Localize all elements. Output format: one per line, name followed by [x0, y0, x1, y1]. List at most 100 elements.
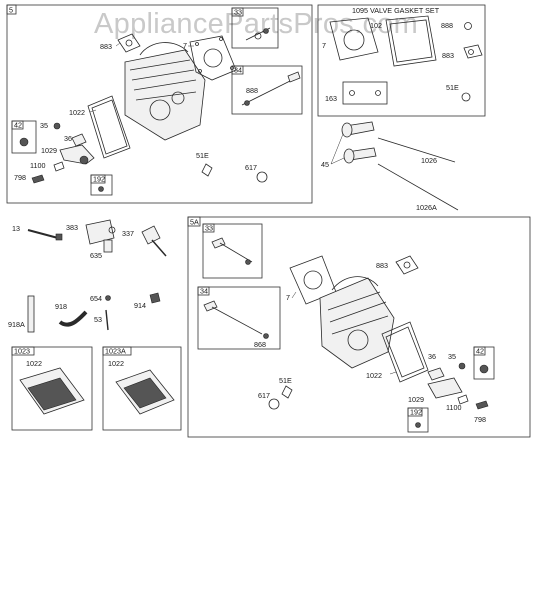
group-5-tag [6, 4, 17, 15]
set-label-51e: 51E [446, 83, 459, 92]
label-51e: 51E [196, 151, 209, 160]
label-35-5a: 35 [448, 352, 456, 361]
label-1022-5a: 1022 [366, 371, 382, 380]
seal-51e[interactable] [201, 163, 213, 177]
label-918a: 918A [8, 320, 25, 329]
ball-stud-35-5a[interactable] [458, 362, 466, 370]
rocker-arm-36[interactable] [71, 133, 87, 147]
label-53: 53 [94, 315, 102, 324]
rocker-nut-42[interactable] [19, 137, 29, 147]
box-1023a [102, 346, 182, 431]
label-1026: 1026 [421, 156, 437, 165]
box-34 [231, 65, 303, 115]
label-1022: 1022 [69, 108, 85, 117]
screw-914[interactable] [149, 292, 161, 304]
exhaust-valve-34-5a[interactable] [203, 300, 269, 339]
label-1022-c: 1022 [108, 359, 124, 368]
box-34-label: 34 [234, 66, 242, 75]
label-1029-5a: 1029 [408, 395, 424, 404]
group-5-frame [6, 4, 313, 204]
tube-918a[interactable] [27, 295, 35, 333]
label-36-5a: 36 [428, 352, 436, 361]
tube-918[interactable] [58, 310, 88, 327]
label-1100-5a: 1100 [446, 403, 461, 412]
cylinder-head[interactable] [124, 42, 206, 141]
label-1026a: 1026A [416, 203, 437, 212]
intake-valve-33[interactable] [211, 237, 253, 265]
label-883-5a: 883 [376, 261, 388, 270]
label-1029: 1029 [41, 146, 57, 155]
rocker-cover-gasket-1022[interactable] [87, 95, 131, 159]
label-635: 635 [90, 251, 102, 260]
group-5a: 5A 33 34 868 7 [187, 216, 531, 438]
label-13: 13 [12, 224, 20, 233]
box-33 [231, 7, 279, 49]
rocker-arm-36-5a[interactable] [427, 367, 445, 381]
group-5: 5 883 7 33 [6, 4, 313, 204]
spark-plug-383[interactable] [85, 219, 116, 245]
rocker-cover-gasket-1022-5a[interactable] [381, 321, 429, 383]
box-192-label: 192 [93, 175, 105, 184]
set-seal-51e[interactable] [461, 92, 471, 102]
group-5-label: 5 [9, 6, 13, 15]
push-rod-guide-1029[interactable] [59, 144, 95, 165]
set-gasket-163[interactable] [342, 81, 388, 105]
o-ring-617[interactable] [256, 171, 268, 183]
screw-1100[interactable] [53, 161, 65, 172]
valve-gasket-set: 1095 VALVE GASKET SET 7 102 888 883 51E … [317, 4, 486, 117]
label-7: 7 [183, 41, 187, 50]
screw-13[interactable] [27, 229, 63, 241]
head-gasket-7[interactable] [189, 35, 237, 81]
set-cover-gasket[interactable] [385, 15, 437, 67]
label-798: 798 [14, 173, 26, 182]
exhaust-valve-34[interactable] [241, 71, 301, 106]
label-383: 383 [66, 223, 78, 232]
box-42-5a-label: 42 [476, 347, 484, 356]
box-33-5a [202, 223, 263, 279]
screw-798[interactable] [31, 174, 45, 184]
set-label-7: 7 [322, 41, 326, 50]
rocker-cover-1023[interactable] [19, 367, 85, 415]
ball-stud-35[interactable] [53, 122, 61, 130]
set-gasket-883[interactable] [463, 44, 483, 59]
label-1100: 1100 [30, 161, 45, 170]
cylinder-head-5a[interactable] [319, 276, 395, 369]
screw-798-5a[interactable] [475, 400, 489, 410]
set-head-gasket-7[interactable] [329, 17, 379, 61]
rocker-cover-1023a[interactable] [115, 369, 175, 415]
stud-53[interactable] [105, 309, 109, 331]
box-34-5a [197, 286, 281, 350]
label-36: 36 [64, 134, 72, 143]
label-35: 35 [40, 121, 48, 130]
valve-spring-retainer-33[interactable] [245, 27, 271, 41]
label-654: 654 [90, 294, 102, 303]
set-label-102: 102 [370, 21, 382, 30]
o-ring-617-5a[interactable] [268, 398, 280, 410]
box-1023-label: 1023 [14, 347, 30, 356]
seal-51e-5a[interactable] [281, 385, 293, 399]
set-label-888: 888 [441, 21, 453, 30]
nut-654[interactable] [105, 295, 111, 301]
box-42-label: 42 [14, 121, 22, 130]
set-label-163: 163 [325, 94, 337, 103]
label-7-5a: 7 [286, 293, 290, 302]
tappet-45[interactable] [330, 121, 377, 165]
push-rod-1026[interactable] [377, 137, 456, 163]
breather-192[interactable] [98, 186, 104, 192]
label-914: 914 [134, 301, 146, 310]
screw-1100-5a[interactable] [457, 394, 469, 405]
spark-plug-337[interactable] [141, 225, 167, 257]
push-rod-1026a[interactable] [377, 163, 459, 211]
set-seal-888[interactable] [464, 22, 472, 30]
intake-gasket-883[interactable] [117, 33, 141, 53]
label-45: 45 [321, 160, 329, 169]
valve-gasket-set-title: 1095 VALVE GASKET SET [352, 6, 440, 15]
spacer-635[interactable] [103, 239, 113, 253]
label-1022-b: 1022 [26, 359, 42, 368]
rocker-nut-42-5a[interactable] [479, 364, 489, 374]
label-798-5a: 798 [474, 415, 486, 424]
breather-192-5a[interactable] [415, 422, 421, 428]
push-rod-guide-1029-5a[interactable] [427, 377, 463, 399]
intake-gasket-883-5a[interactable] [395, 255, 419, 275]
